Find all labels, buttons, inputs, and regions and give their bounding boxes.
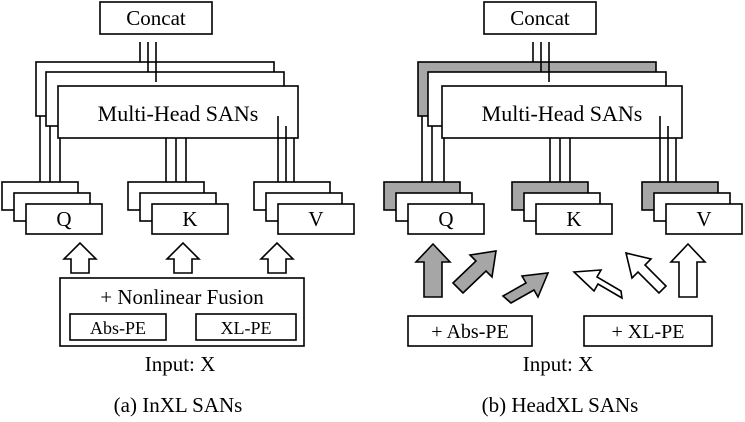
right-mhsan-label: Multi-Head SANs xyxy=(482,101,643,126)
right-xl-pe-box xyxy=(583,315,713,347)
right-q-label: Q xyxy=(438,207,453,231)
left-k-box xyxy=(151,203,229,235)
right-abs-to-center-arrow-icon xyxy=(501,272,550,304)
right-abs-pe-box xyxy=(407,315,533,347)
right-xl-pe-label: + XL-PE xyxy=(612,321,685,343)
left-abs-pe-label: Abs-PE xyxy=(90,318,146,338)
left-k-label: K xyxy=(182,207,197,231)
left-abs-pe-box xyxy=(69,313,167,341)
right-xl-to-center-arrow-icon xyxy=(572,269,624,300)
right-xl-to-k-arrow-icon xyxy=(624,251,668,295)
right-v-box xyxy=(665,203,743,235)
right-k-box xyxy=(535,203,613,235)
left-caption: (a) InXL SANs xyxy=(114,393,243,417)
right-mhsan-box xyxy=(441,85,683,139)
right-caption: (b) HeadXL SANs xyxy=(482,393,639,417)
left-concat-box xyxy=(99,1,213,35)
left-fusion-label: + Nonlinear Fusion xyxy=(100,285,264,309)
left-q-box xyxy=(25,203,103,235)
left-xl-pe-box xyxy=(195,313,297,341)
right-concat-label: Concat xyxy=(510,6,570,30)
panel-inxl: Concat Multi-Head SANs Q K V xyxy=(1,1,355,417)
left-concat-label: Concat xyxy=(126,6,186,30)
right-v-label: V xyxy=(696,207,711,231)
left-xl-pe-label: XL-PE xyxy=(221,318,272,338)
right-xl-to-v-arrow-icon xyxy=(669,242,707,298)
left-mhsan-box xyxy=(57,85,299,139)
right-concat-box xyxy=(483,1,597,35)
left-k-arrow-icon xyxy=(165,241,201,274)
right-abs-pe-label: + Abs-PE xyxy=(431,321,508,343)
left-v-arrow-icon xyxy=(259,241,295,274)
left-q-arrow-icon xyxy=(62,241,98,274)
panel-headxl: Concat Multi-Head SANs Q K V xyxy=(383,1,743,417)
left-mhsan-label: Multi-Head SANs xyxy=(98,101,259,126)
right-abs-to-q-arrow-icon xyxy=(414,242,452,298)
right-k-label: K xyxy=(566,207,581,231)
left-input-label: Input: X xyxy=(145,352,216,376)
right-abs-to-k-arrow-icon xyxy=(451,250,497,295)
left-v-label: V xyxy=(308,207,323,231)
left-v-box xyxy=(277,203,355,235)
right-input-label: Input: X xyxy=(523,352,594,376)
left-q-label: Q xyxy=(56,207,71,231)
right-q-box xyxy=(407,203,485,235)
